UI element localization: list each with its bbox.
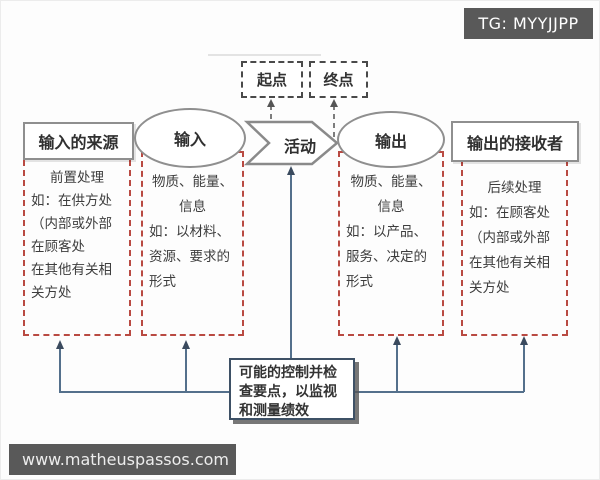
start-arrowhead-icon — [267, 99, 275, 107]
activity-node: 活动 — [283, 137, 316, 156]
input-matter-box: 物质、能量、 信息 如：以材料、 资源、要求的 形式 — [141, 151, 244, 336]
detail-line: 如：以材料、 — [149, 224, 230, 240]
detail-line: 资源、要求的 — [149, 249, 230, 265]
end-node: 终点 — [309, 61, 368, 98]
detail-line: 物质、能量、 — [350, 174, 432, 190]
detail-line: （内部或外部 — [469, 230, 550, 246]
control-line: 可能的控制并检 — [239, 365, 337, 381]
feedback-arrowhead-2-icon — [182, 340, 190, 349]
activity-chevron-shape — [243, 120, 339, 166]
detail-line: 在其他有关相 — [469, 255, 550, 271]
detail-line: 关方处 — [31, 285, 72, 301]
start-node: 起点 — [241, 61, 303, 98]
detail-line: 后续处理 — [487, 180, 542, 196]
pre-processing-box: 前置处理 如：在供方处 （内部或外部 在顾客处 在其他有关相 关方处 — [23, 160, 131, 336]
detail-line: （内部或外部 — [31, 216, 112, 232]
detail-line: 形式 — [346, 274, 373, 290]
feedback-arrowhead-3-icon — [393, 336, 401, 345]
detail-line: 信息 — [179, 199, 206, 215]
detail-line: 物质、能量、 — [152, 174, 233, 190]
detail-line: 前置处理 — [50, 170, 104, 186]
feedback-arrowhead-4-icon — [520, 336, 528, 345]
watermark-bar: www.matheuspassos.com — [9, 444, 236, 475]
feedback-arrowhead-1-icon — [56, 340, 64, 349]
end-arrowhead-icon — [330, 99, 338, 107]
detail-line: 在其他有关相 — [31, 262, 112, 278]
faint-divider-line — [208, 54, 321, 56]
detail-line: 关方处 — [469, 280, 510, 296]
detail-line: 如：在顾客处 — [469, 205, 550, 221]
control-points-box: 可能的控制并检 查要点，以监视 和测量绩效 — [229, 358, 355, 420]
control-line: 和测量绩效 — [239, 403, 309, 419]
input-node: 输入 — [134, 108, 246, 168]
control-arrowhead-icon — [287, 166, 295, 175]
detail-line: 信息 — [377, 199, 405, 215]
output-receiver-node: 输出的接收者 — [451, 121, 579, 162]
control-line: 查要点，以监视 — [239, 384, 337, 400]
output-matter-box: 物质、能量、 信息 如：以产品、 服务、决定的 形式 — [338, 151, 444, 336]
post-processing-box: 后续处理 如：在顾客处 （内部或外部 在其他有关相 关方处 — [461, 160, 568, 336]
detail-line: 如：在供方处 — [31, 193, 112, 209]
detail-line: 服务、决定的 — [346, 249, 427, 265]
detail-line: 如：以产品、 — [346, 224, 427, 240]
detail-line: 在顾客处 — [31, 239, 85, 255]
tg-badge: TG: MYYJJPP — [464, 8, 593, 39]
output-node: 输出 — [337, 111, 445, 168]
input-source-node: 输入的来源 — [23, 122, 134, 160]
detail-line: 形式 — [149, 274, 176, 290]
